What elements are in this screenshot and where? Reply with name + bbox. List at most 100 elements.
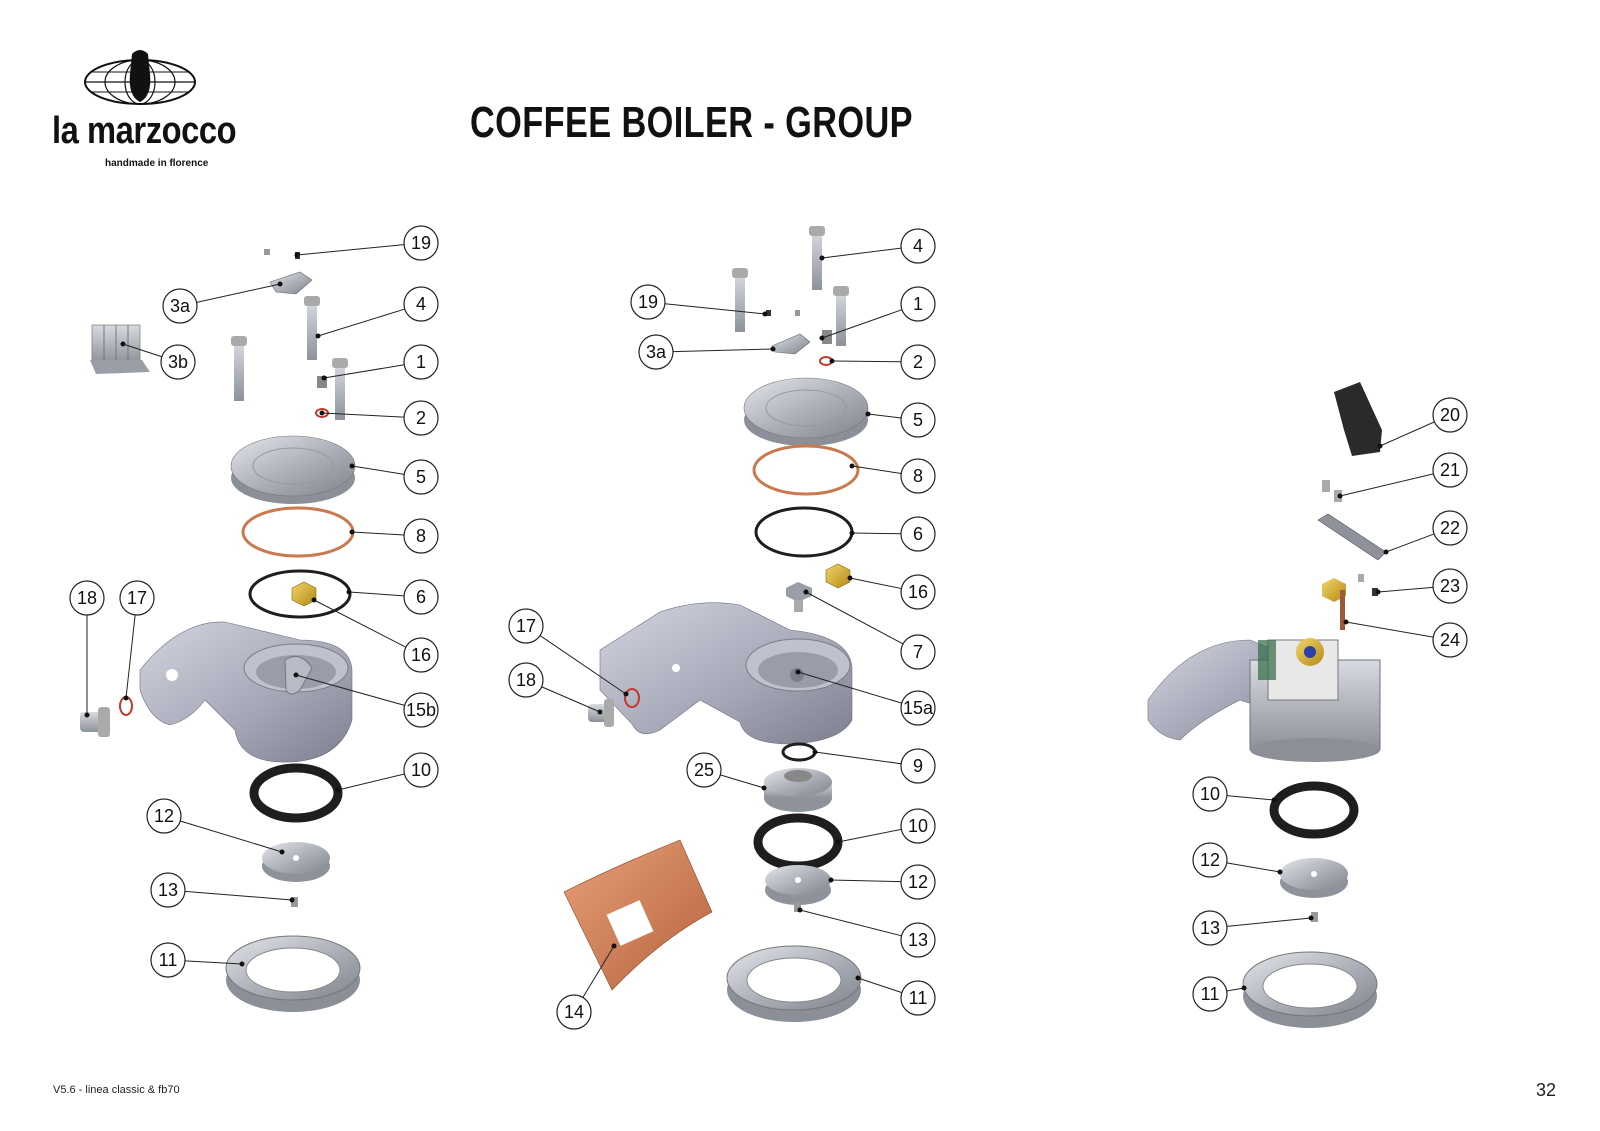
callout-label: 15b [406,700,436,720]
callout-label: 18 [516,670,536,690]
callout-left-2: 2 [319,400,439,436]
callout-left-12: 12 [146,798,285,855]
part-shower-screen [1280,858,1348,898]
callout-leader-line [837,828,902,843]
callout-label: 1 [913,294,923,314]
callout-label: 10 [908,816,928,836]
callout-label: 4 [913,236,923,256]
callout-left-17: 17 [119,580,155,701]
callout-circle [630,284,666,320]
callout-leader-line [321,412,405,418]
callout-center-9: 9 [812,748,936,784]
callout-leader-line [797,671,902,704]
callout-circle [900,228,936,264]
callout-leader-line [1379,421,1435,447]
callout-circle [403,692,439,728]
callout-leader-dot [855,975,861,981]
part-screws [1322,480,1342,502]
part-copper-gasket [241,506,355,558]
callout-label: 16 [908,582,928,602]
part-screw [794,902,801,912]
callout-label: 7 [913,642,923,662]
callout-circle [1192,776,1228,812]
callout-leader-dot [1241,985,1247,991]
callout-leader-line [351,531,405,536]
callout-leader-line [196,283,281,303]
part-fitting [80,707,110,737]
callout-label: 2 [416,408,426,428]
callout-label: 1 [416,352,426,372]
callout-label: 6 [913,524,923,544]
callout-circle [150,872,186,908]
callout-center-4: 4 [819,228,936,264]
callout-leader-dot [1271,797,1277,803]
callout-leader-dot [289,897,295,903]
callout-leader-dot [812,749,818,755]
part-lever-plate [1317,513,1387,561]
callout-leader-dot [84,712,90,718]
callout-right-20: 20 [1377,397,1468,449]
callout-label: 3a [170,296,191,316]
callout-center-15a: 15a [795,669,936,726]
callout-leader-dot [828,877,834,883]
callout-left-10: 10 [335,752,439,793]
callout-leader-dot [761,785,767,791]
callout-label: 8 [913,466,923,486]
callout-label: 10 [1200,784,1220,804]
part-shower-screen [765,865,831,905]
callout-leader-line [1345,621,1434,638]
callout-leader-dot [1308,915,1314,921]
callout-leader-line [867,413,902,419]
callout-center-16: 16 [847,574,936,610]
callout-center-5: 5 [865,402,936,438]
callout-circle [1192,976,1228,1012]
callout-left-18: 18 [69,580,105,718]
callout-left-3b: 3b [120,341,196,380]
callout-leader-line [539,635,627,695]
callout-label: 16 [411,645,431,665]
callout-label: 12 [1200,850,1220,870]
callout-right-12: 12 [1192,842,1283,878]
callout-leader-line [672,348,774,353]
callout-leader-line [295,674,405,706]
callout-label: 12 [154,806,174,826]
callout-label: 24 [1440,630,1460,650]
callout-leader-line [125,614,136,699]
callout-label: 19 [638,292,658,312]
callout-leader-line [821,247,902,259]
callout-center-18: 18 [508,662,603,715]
callout-right-10: 10 [1192,776,1277,812]
callout-circle [146,798,182,834]
callout-center-1: 1 [819,286,936,341]
callout-leader-dot [1375,589,1381,595]
callout-center-25: 25 [686,752,767,791]
part-group-body [139,621,353,763]
callout-label: 3b [168,352,188,372]
callout-circle [1432,452,1468,488]
callout-center-8: 8 [849,458,936,494]
callout-circle [900,864,936,900]
center-assembly [563,226,869,1022]
callout-center-11: 11 [855,975,936,1016]
callout-leader-dot [829,358,835,364]
callout-center-19: 19 [630,284,768,320]
callout-label: 15a [903,698,934,718]
callout-label: 12 [908,872,928,892]
callout-circle [900,634,936,670]
callout-left-1: 1 [321,344,439,381]
callout-circle [900,922,936,958]
callout-leader-dot [335,787,341,793]
part-group-gasket [1269,781,1359,839]
callout-circle [1432,397,1468,433]
callout-circle [403,579,439,615]
callout-label: 10 [411,760,431,780]
callout-leader-line [805,591,904,645]
part-group-gasket [249,763,343,823]
callout-leader-line [317,308,405,337]
callout-leader-line [849,577,902,590]
callout-left-8: 8 [349,518,439,554]
callout-leader-line [821,309,903,339]
callout-right-11: 11 [1192,976,1247,1012]
callout-leader-dot [611,943,617,949]
